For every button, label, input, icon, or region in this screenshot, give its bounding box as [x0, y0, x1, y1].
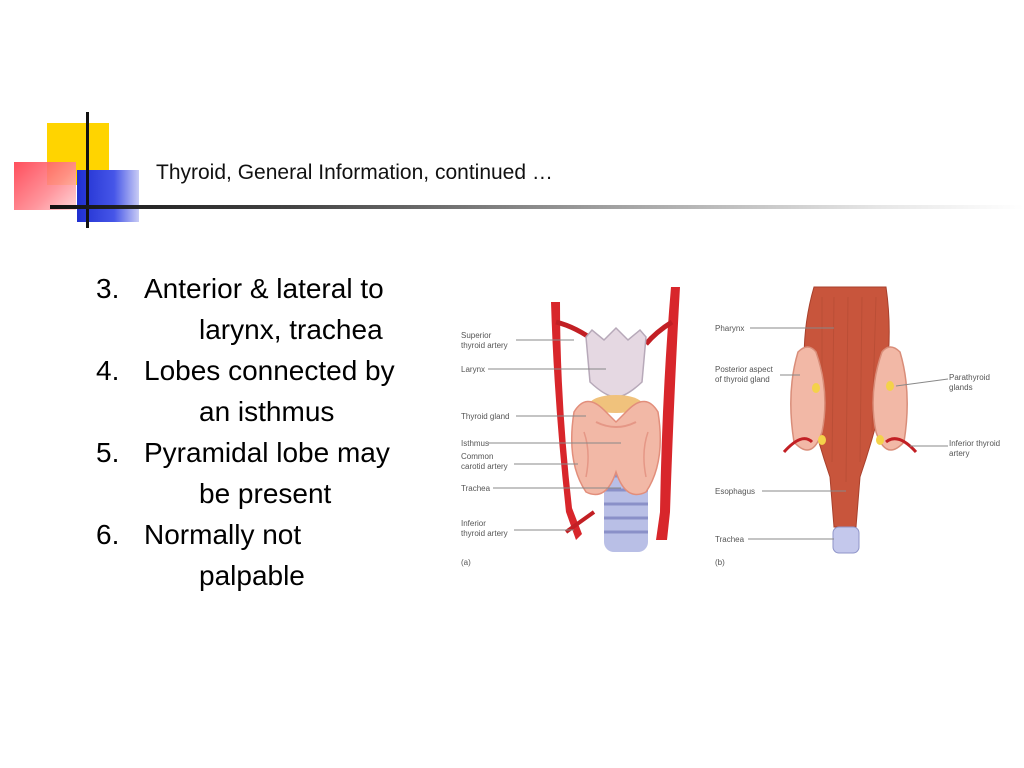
bullet-number: 4. — [96, 355, 120, 386]
bullet-list: 3.Anterior & lateral to larynx, trachea … — [96, 268, 456, 596]
thyroid-gland — [570, 400, 662, 496]
callout-superior-thyroid-artery-1: Superior — [461, 331, 492, 340]
callout-superior-thyroid-artery-2: thyroid artery — [461, 341, 508, 350]
callout-common-carotid-1: Common — [461, 452, 493, 461]
callout-inferior-thyroid-artery-1: Inferior thyroid — [949, 439, 1000, 448]
callout-parathyroid-2: glands — [949, 383, 973, 392]
bullet-item: 3. Anterior & lateral to larynx, trachea — [96, 268, 456, 350]
decor-red-square — [14, 162, 76, 210]
bullet-item: 6. Normally not palpable — [96, 514, 456, 596]
bullet-item: 5. Pyramidal lobe may be present — [96, 432, 456, 514]
right-carotid-artery — [656, 287, 680, 540]
left-lobe-posterior — [790, 346, 826, 451]
larynx-cartilage — [585, 326, 647, 398]
callout-isthmus: Isthmus — [461, 439, 489, 448]
callout-trachea: Trachea — [461, 484, 491, 493]
trachea-posterior — [832, 526, 860, 554]
bullet-text-line1: Anterior & lateral to — [144, 273, 384, 304]
bullet-text-line1: Normally not — [144, 519, 302, 550]
decor-vertical-line — [86, 112, 89, 228]
title-underline — [50, 205, 1024, 209]
slide-title: Thyroid, General Information, continued … — [156, 161, 553, 184]
bullet-number: 6. — [96, 519, 120, 550]
bullet-text-line2: be present — [199, 478, 332, 509]
left-carotid-artery — [551, 302, 582, 540]
callout-inferior-thyroid-artery-2: thyroid artery — [461, 529, 508, 538]
parathyroid-gland — [876, 435, 884, 445]
callout-common-carotid-2: carotid artery — [461, 462, 508, 471]
parathyroid-gland — [818, 435, 826, 445]
callout-thyroid-gland: Thyroid gland — [461, 412, 509, 421]
thyroid-posterior-illustration: Pharynx Posterior aspect of thyroid glan… — [715, 286, 1000, 567]
bullet-text-line1: Pyramidal lobe may — [144, 437, 390, 468]
callout-esophagus: Esophagus — [715, 487, 755, 496]
callout-pharynx: Pharynx — [715, 324, 744, 333]
bullet-text-line2: palpable — [199, 560, 305, 591]
parathyroid-gland — [812, 383, 820, 393]
callout-inferior-thyroid-artery-2: artery — [949, 449, 969, 458]
bullet-number: 5. — [96, 437, 120, 468]
callout-parathyroid-1: Parathyroid — [949, 373, 990, 382]
parathyroid-gland — [886, 381, 894, 391]
figure-a-label: (a) — [461, 558, 471, 567]
right-lobe-posterior — [872, 346, 908, 451]
callout-larynx: Larynx — [461, 365, 485, 374]
bullet-text-line2: an isthmus — [199, 396, 335, 427]
callout-trachea: Trachea — [715, 535, 745, 544]
callout-posterior-aspect-2: of thyroid gland — [715, 375, 770, 384]
callout-inferior-thyroid-artery-1: Inferior — [461, 519, 486, 528]
bullet-text-line1: Lobes connected by — [144, 355, 395, 386]
bullet-text-line2: larynx, trachea — [199, 314, 383, 345]
bullet-number: 3. — [96, 273, 120, 304]
callout-posterior-aspect-1: Posterior aspect — [715, 365, 774, 374]
thyroid-anterior-illustration: Superior thyroid artery Larynx Thyroid g… — [461, 287, 680, 567]
figure-b-label: (b) — [715, 558, 725, 567]
bullet-item: 4. Lobes connected by an isthmus — [96, 350, 456, 432]
